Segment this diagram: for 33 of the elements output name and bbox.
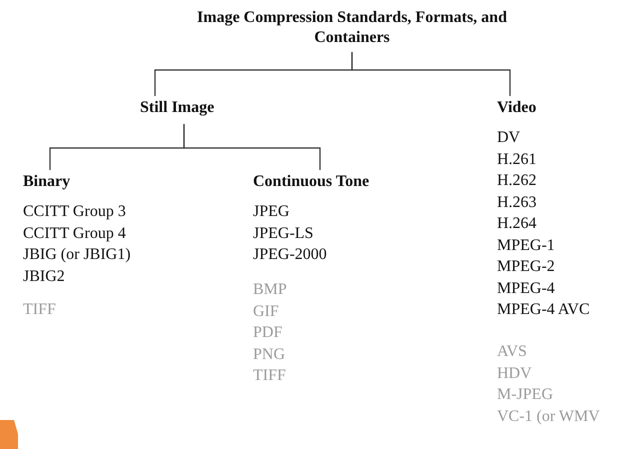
list-item: DV <box>497 128 522 148</box>
list-item: PNG <box>253 344 286 364</box>
list-item: PDF <box>253 323 284 343</box>
tree-connector <box>183 124 321 170</box>
tree-connector <box>351 52 511 96</box>
list-item: JPEG <box>253 202 290 222</box>
list-item: AVS <box>497 342 528 362</box>
list-item: JBIG (or JBIG1) <box>23 245 131 265</box>
list-item: MPEG-4 <box>497 278 556 298</box>
list-item: MPEG-1 <box>497 236 556 256</box>
list-item: H.264 <box>497 214 538 234</box>
title-heading: Image Compression Standards, Formats, and Containers <box>197 8 507 48</box>
list-item: BMP <box>253 280 287 300</box>
list-item: VC-1 (or WMV <box>497 406 600 426</box>
list-item: JPEG-LS <box>253 224 314 244</box>
list-item: MPEG-2 <box>497 257 556 277</box>
list-item: MPEG-4 AVC <box>497 300 590 320</box>
category-heading: Still Image <box>140 98 214 118</box>
category-heading: Video <box>497 98 538 118</box>
list-item: JPEG-2000 <box>253 245 328 265</box>
category-heading: Binary <box>23 172 72 192</box>
list-item: TIFF <box>23 300 56 320</box>
list-item: JBIG2 <box>23 266 66 286</box>
list-item: CCITT Group 3 <box>23 202 127 222</box>
list-item: H.263 <box>497 192 538 212</box>
list-item: TIFF <box>253 366 287 386</box>
list-item: H.261 <box>497 150 538 170</box>
category-heading: Continuous Tone <box>253 172 370 192</box>
list-item: HDV <box>497 364 533 384</box>
list-item: H.262 <box>497 171 538 191</box>
list-item: M-JPEG <box>497 385 554 405</box>
list-item: GIF <box>253 302 280 322</box>
list-item: CCITT Group 4 <box>23 224 127 244</box>
